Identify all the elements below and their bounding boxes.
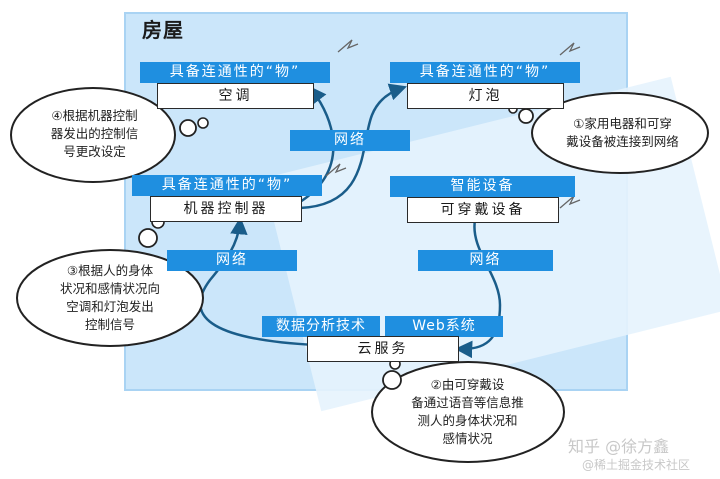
network-label-left: 网络: [167, 250, 297, 271]
bubble-3-line-1: ③根据人的身体: [66, 263, 154, 278]
watermark-zhihu: 知乎 @徐方鑫: [568, 437, 670, 456]
bubble-4-line-3: 号更改设定: [63, 144, 126, 159]
bubble-4-shape: [10, 87, 176, 183]
wearable-header: 智能设备: [390, 176, 575, 197]
arrow-wearable-to-cloud: [454, 219, 502, 359]
signal-mark-wearable: [559, 195, 581, 209]
bubble-1-text: ①家用电器和可穿 戴设备被连接到网络: [540, 115, 705, 151]
bubble-2-line-3: 测人的身体状况和: [417, 413, 518, 428]
bubble-1-line-2: 戴设备被连接到网络: [566, 134, 679, 149]
bubble-1-shape: [531, 92, 709, 174]
bulb-header: 具备连通性的“物”: [390, 62, 580, 83]
cloud-header-analysis: 数据分析技术: [262, 316, 380, 337]
controller-header: 具备连通性的“物”: [132, 175, 322, 196]
house-title: 房屋: [142, 18, 184, 42]
network-label-right: 网络: [418, 250, 553, 271]
watermark-juejin: @稀土掘金技术社区: [582, 458, 691, 472]
arrow-controller-to-bulb: [299, 83, 407, 210]
bulb-box: 灯泡: [407, 83, 564, 109]
ac-header: 具备连通性的“物”: [140, 62, 330, 83]
controller-box: 机器控制器: [150, 196, 302, 222]
cloud-header-web: Web系统: [385, 316, 503, 337]
bubble-3-line-2: 状况和感情状况向: [59, 281, 160, 296]
signal-mark-ac: [337, 39, 359, 53]
bubble-2-shape: [371, 361, 565, 463]
bubble-3-line-3: 空调和灯泡发出: [66, 299, 154, 314]
ac-box: 空调: [157, 83, 314, 109]
bubble-1-line-1: ①家用电器和可穿: [573, 116, 672, 131]
bubble-3-line-4: 控制信号: [84, 317, 135, 332]
bubble-4-line-1: ④根据机器控制: [51, 108, 138, 123]
bubble-4-line-2: 器发出的控制信: [50, 126, 139, 141]
bubble-3-text: ③根据人的身体 状况和感情状况向 空调和灯泡发出 控制信号: [30, 262, 190, 334]
bubble-3-shape: [16, 249, 204, 347]
bubble-4-text: ④根据机器控制 器发出的控制信 号更改设定: [22, 107, 167, 161]
network-label-center: 网络: [290, 130, 410, 151]
wearable-box: 可穿戴设备: [407, 197, 559, 223]
bubble-2-line-4: 感情状况: [442, 431, 493, 446]
signal-mark-controller: [325, 163, 347, 177]
cloud-box: 云服务: [307, 336, 459, 362]
bubble-2-line-1: ②由可穿戴设: [430, 377, 505, 392]
bubble-2-text: ②由可穿戴设 备通过语音等信息推 测人的身体状况和 感情状况: [385, 376, 550, 448]
bubble-2-line-2: 备通过语音等信息推: [411, 395, 524, 410]
signal-mark-bulb: [559, 42, 581, 56]
